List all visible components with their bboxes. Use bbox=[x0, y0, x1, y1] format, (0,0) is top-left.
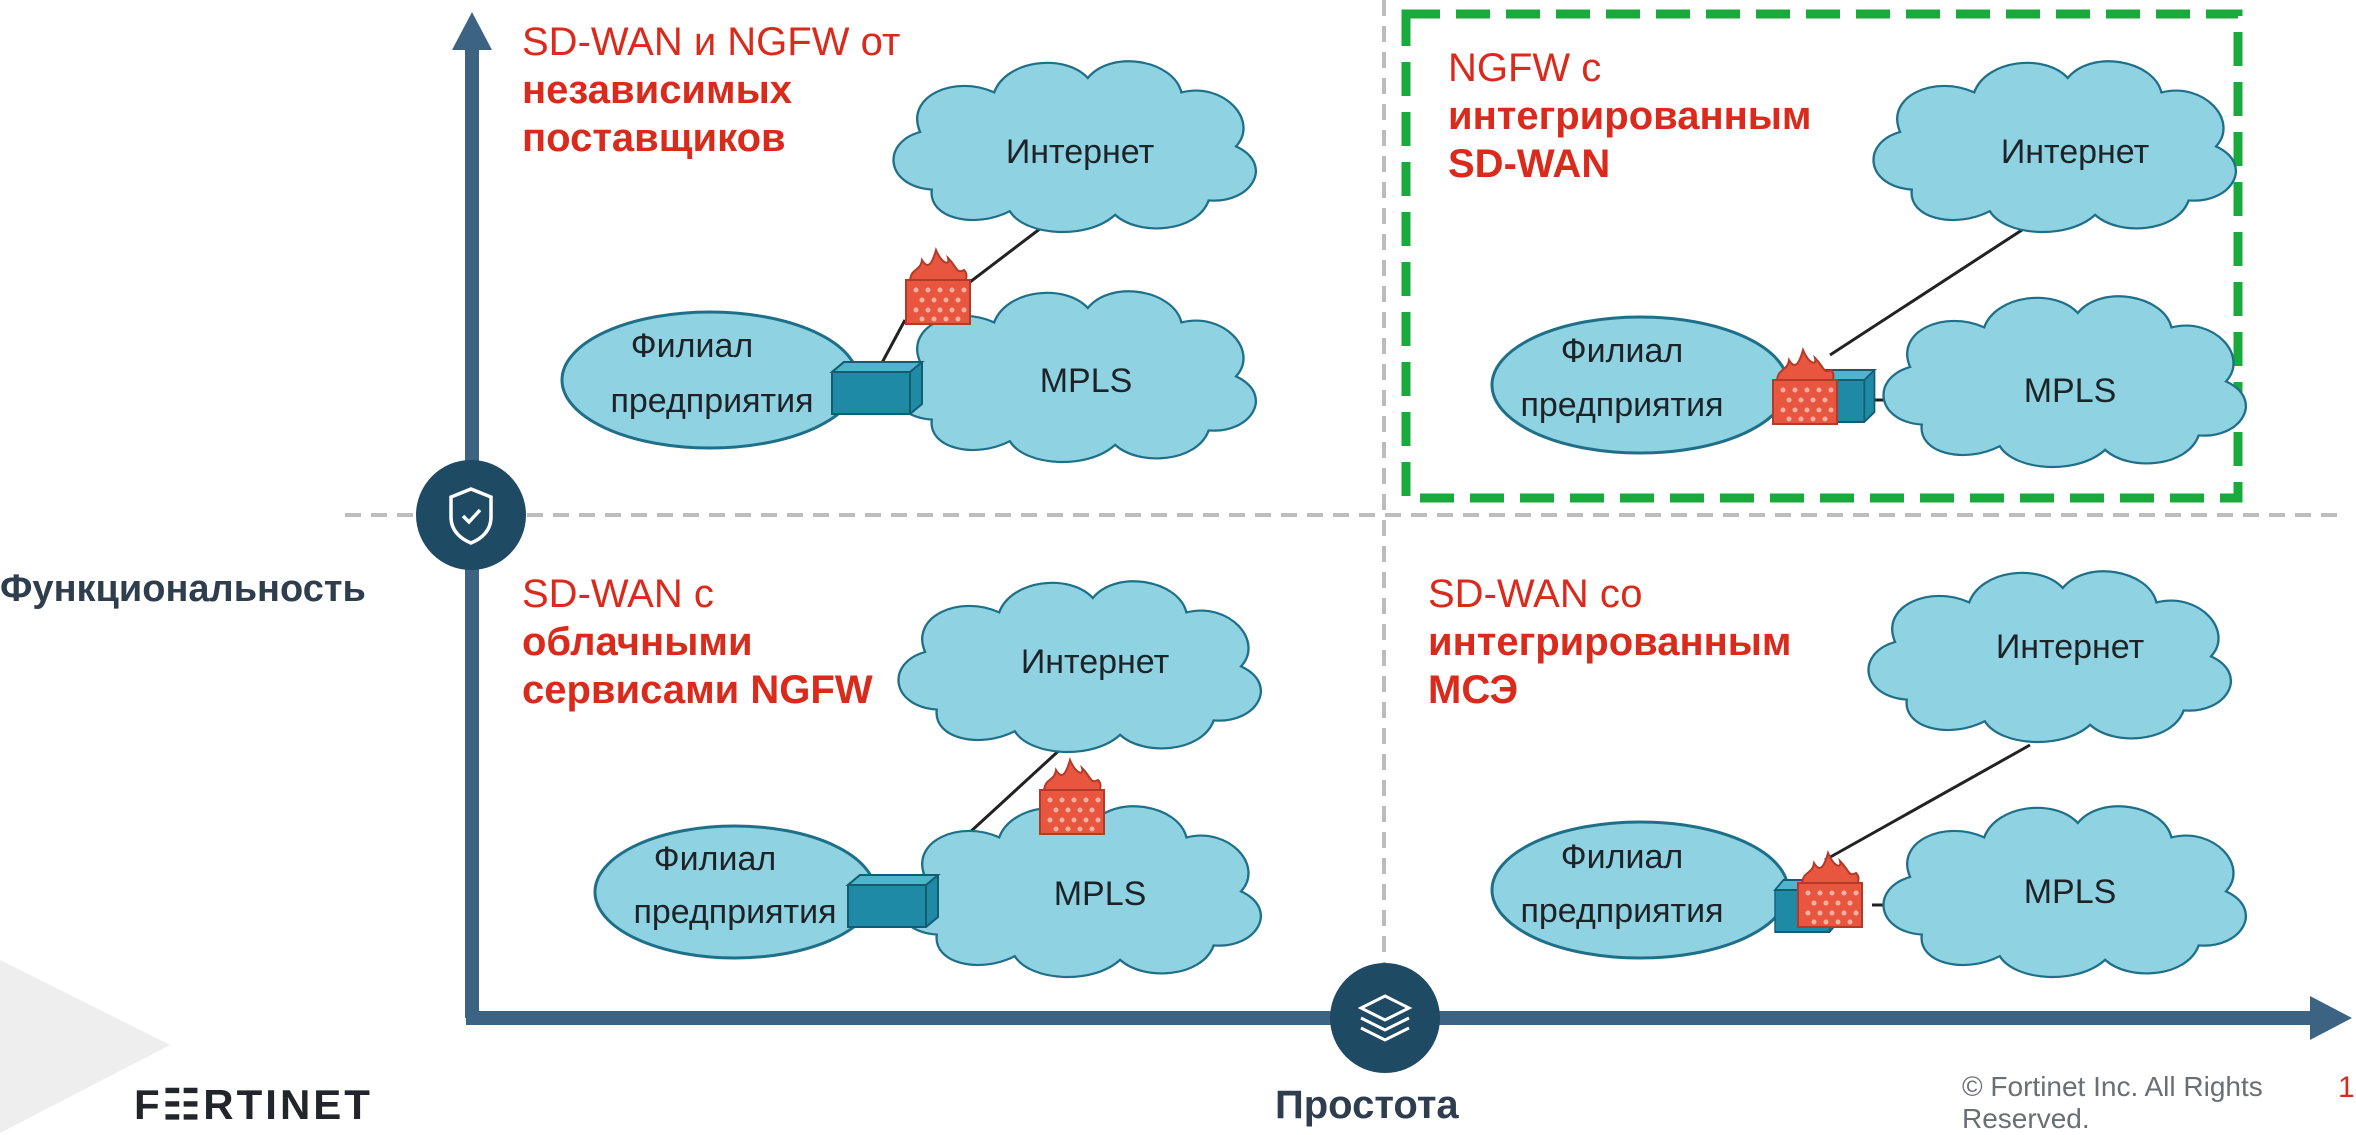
page-number: 1 bbox=[2338, 1071, 2355, 1104]
network-bottom-right bbox=[1490, 570, 2248, 979]
firewall-icon bbox=[1797, 852, 1863, 928]
branch-label-line1: Филиал bbox=[631, 327, 753, 365]
title-bold-line2: SD-WAN bbox=[1448, 142, 1611, 186]
copyright-text: © Fortinet Inc. All Rights Reserved. bbox=[1962, 1071, 2263, 1134]
internet-label: Интернет bbox=[1996, 628, 2144, 666]
decorative-corner bbox=[0, 960, 170, 1133]
internet-label: Интернет bbox=[1021, 643, 1169, 681]
sdwan-device-icon bbox=[847, 874, 939, 928]
firewall-icon bbox=[905, 249, 971, 325]
quadrant-title-bottom-left: SD-WAN с облачными сервисами NGFW bbox=[522, 570, 873, 714]
firewall-icon bbox=[1039, 759, 1105, 835]
branch-label-line1: Филиал bbox=[654, 840, 776, 878]
y-axis-label: Функциональность bbox=[0, 568, 366, 610]
title-bold-line2: МСЭ bbox=[1428, 668, 1519, 712]
quadrant-title-bottom-right: SD-WAN со интегрированным МСЭ bbox=[1428, 570, 1792, 714]
title-light: SD-WAN со bbox=[1428, 572, 1643, 616]
layers-icon bbox=[1330, 963, 1440, 1073]
mpls-label: MPLS bbox=[2024, 873, 2117, 911]
network-bottom-left bbox=[593, 580, 1263, 979]
branch-label-line2: предприятия bbox=[1520, 892, 1723, 930]
shield-check-icon bbox=[416, 460, 526, 570]
sdwan-device-icon bbox=[831, 361, 923, 415]
title-bold-line1: интегрированным bbox=[1428, 620, 1792, 664]
network-labels: Интернет MPLS Филиал предприятия Интерне… bbox=[610, 133, 2149, 931]
title-bold-line2: поставщиков bbox=[522, 116, 786, 160]
mpls-label: MPLS bbox=[2024, 372, 2117, 410]
title-bold-line1: интегрированным bbox=[1448, 94, 1812, 138]
title-bold-line1: независимых bbox=[522, 68, 793, 112]
internet-label: Интернет bbox=[1006, 133, 1154, 171]
title-light: SD-WAN и NGFW от bbox=[522, 20, 901, 64]
network-top-right bbox=[1490, 60, 2248, 469]
branch-label-line2: предприятия bbox=[1520, 386, 1723, 424]
branch-label-line2: предприятия bbox=[633, 893, 836, 931]
branch-label-line1: Филиал bbox=[1561, 838, 1683, 876]
highlight-box bbox=[1401, 9, 2243, 503]
title-light: NGFW с bbox=[1448, 46, 1602, 90]
mpls-label: MPLS bbox=[1054, 875, 1147, 913]
branch-label-line1: Филиал bbox=[1561, 332, 1683, 370]
firewall-icon bbox=[1772, 349, 1838, 425]
branch-label-line2: предприятия bbox=[610, 382, 813, 420]
title-bold-line2: сервисами NGFW bbox=[522, 668, 873, 712]
quadrant-title-top-left: SD-WAN и NGFW от независимых поставщиков bbox=[522, 18, 900, 162]
network-top-left bbox=[560, 60, 1258, 464]
internet-label: Интернет bbox=[2001, 133, 2149, 171]
title-light: SD-WAN с bbox=[522, 572, 714, 616]
title-bold-line1: облачными bbox=[522, 620, 753, 664]
quadrant-title-top-right: NGFW с интегрированным SD-WAN bbox=[1448, 44, 1812, 188]
mpls-label: MPLS bbox=[1040, 362, 1133, 400]
fortinet-logo: F☷RTINET bbox=[134, 1081, 373, 1128]
x-axis-label: Простота bbox=[1275, 1083, 1459, 1127]
